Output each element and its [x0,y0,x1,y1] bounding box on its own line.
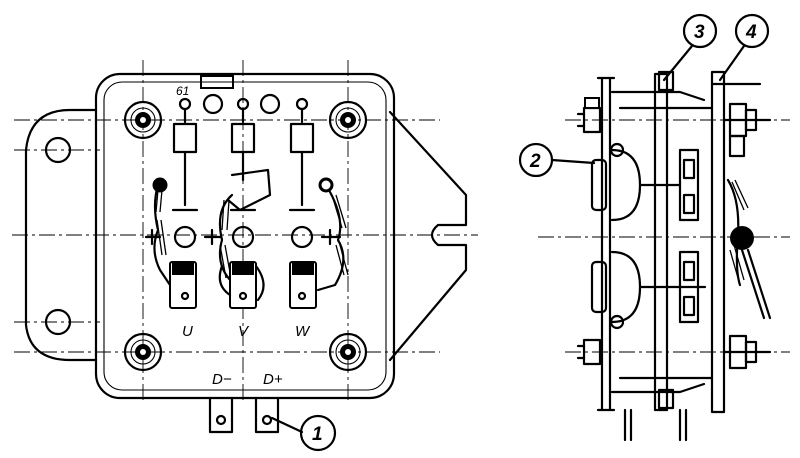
right-slotted-bracket [388,110,468,362]
diode-assembly-w [288,97,349,309]
diode-assembly-v [203,97,272,309]
callout-4-number: 4 [745,22,757,43]
terminal-d-plus [254,396,280,434]
housing-inner [103,81,387,391]
housing-outer [94,72,396,400]
callout-3-circle [682,13,718,49]
mounting-bolt-bottom-right [328,332,368,372]
mounting-bolt-bottom-left [123,332,163,372]
label-phase-w: W [295,323,311,340]
side-diode-lower [590,250,707,324]
diode-assembly-u [144,97,199,309]
flange-hole-lower [44,308,72,336]
flange-hole-upper [44,136,72,164]
base-plate [596,76,616,412]
top-hole-right [259,93,281,115]
top-hole-left [202,93,224,115]
label-d-plus: D+ [263,371,283,388]
callout-2-number: 2 [529,151,541,172]
terminal-61-label: 61 [176,84,189,98]
callout-2-leader [550,158,596,165]
callout-1-number: 1 [312,424,323,445]
callout-1-circle [299,414,337,452]
terminal-d-minus [208,396,234,434]
callout-3-leader [662,44,694,82]
callout-4-circle [734,13,770,49]
label-phase-u: U [182,323,193,340]
side-view: 2 3 4 [518,13,790,442]
label-phase-v: V [238,323,250,340]
front-view: 61 [12,60,478,452]
callout-1-leader [270,416,304,434]
cable-grommet [730,226,754,250]
side-diode-upper [590,148,700,222]
plate-4 [710,70,726,414]
label-d-minus: D− [212,371,232,388]
side-bolt-lower [576,334,772,370]
mounting-bolt-top-left [123,100,163,140]
mounting-bolt-top-right [328,100,368,140]
callout-4-leader [718,44,746,82]
left-mounting-flange [24,108,98,362]
callout-3-number: 3 [694,22,705,43]
plate-3 [653,72,669,412]
side-bolt-upper [576,97,772,158]
